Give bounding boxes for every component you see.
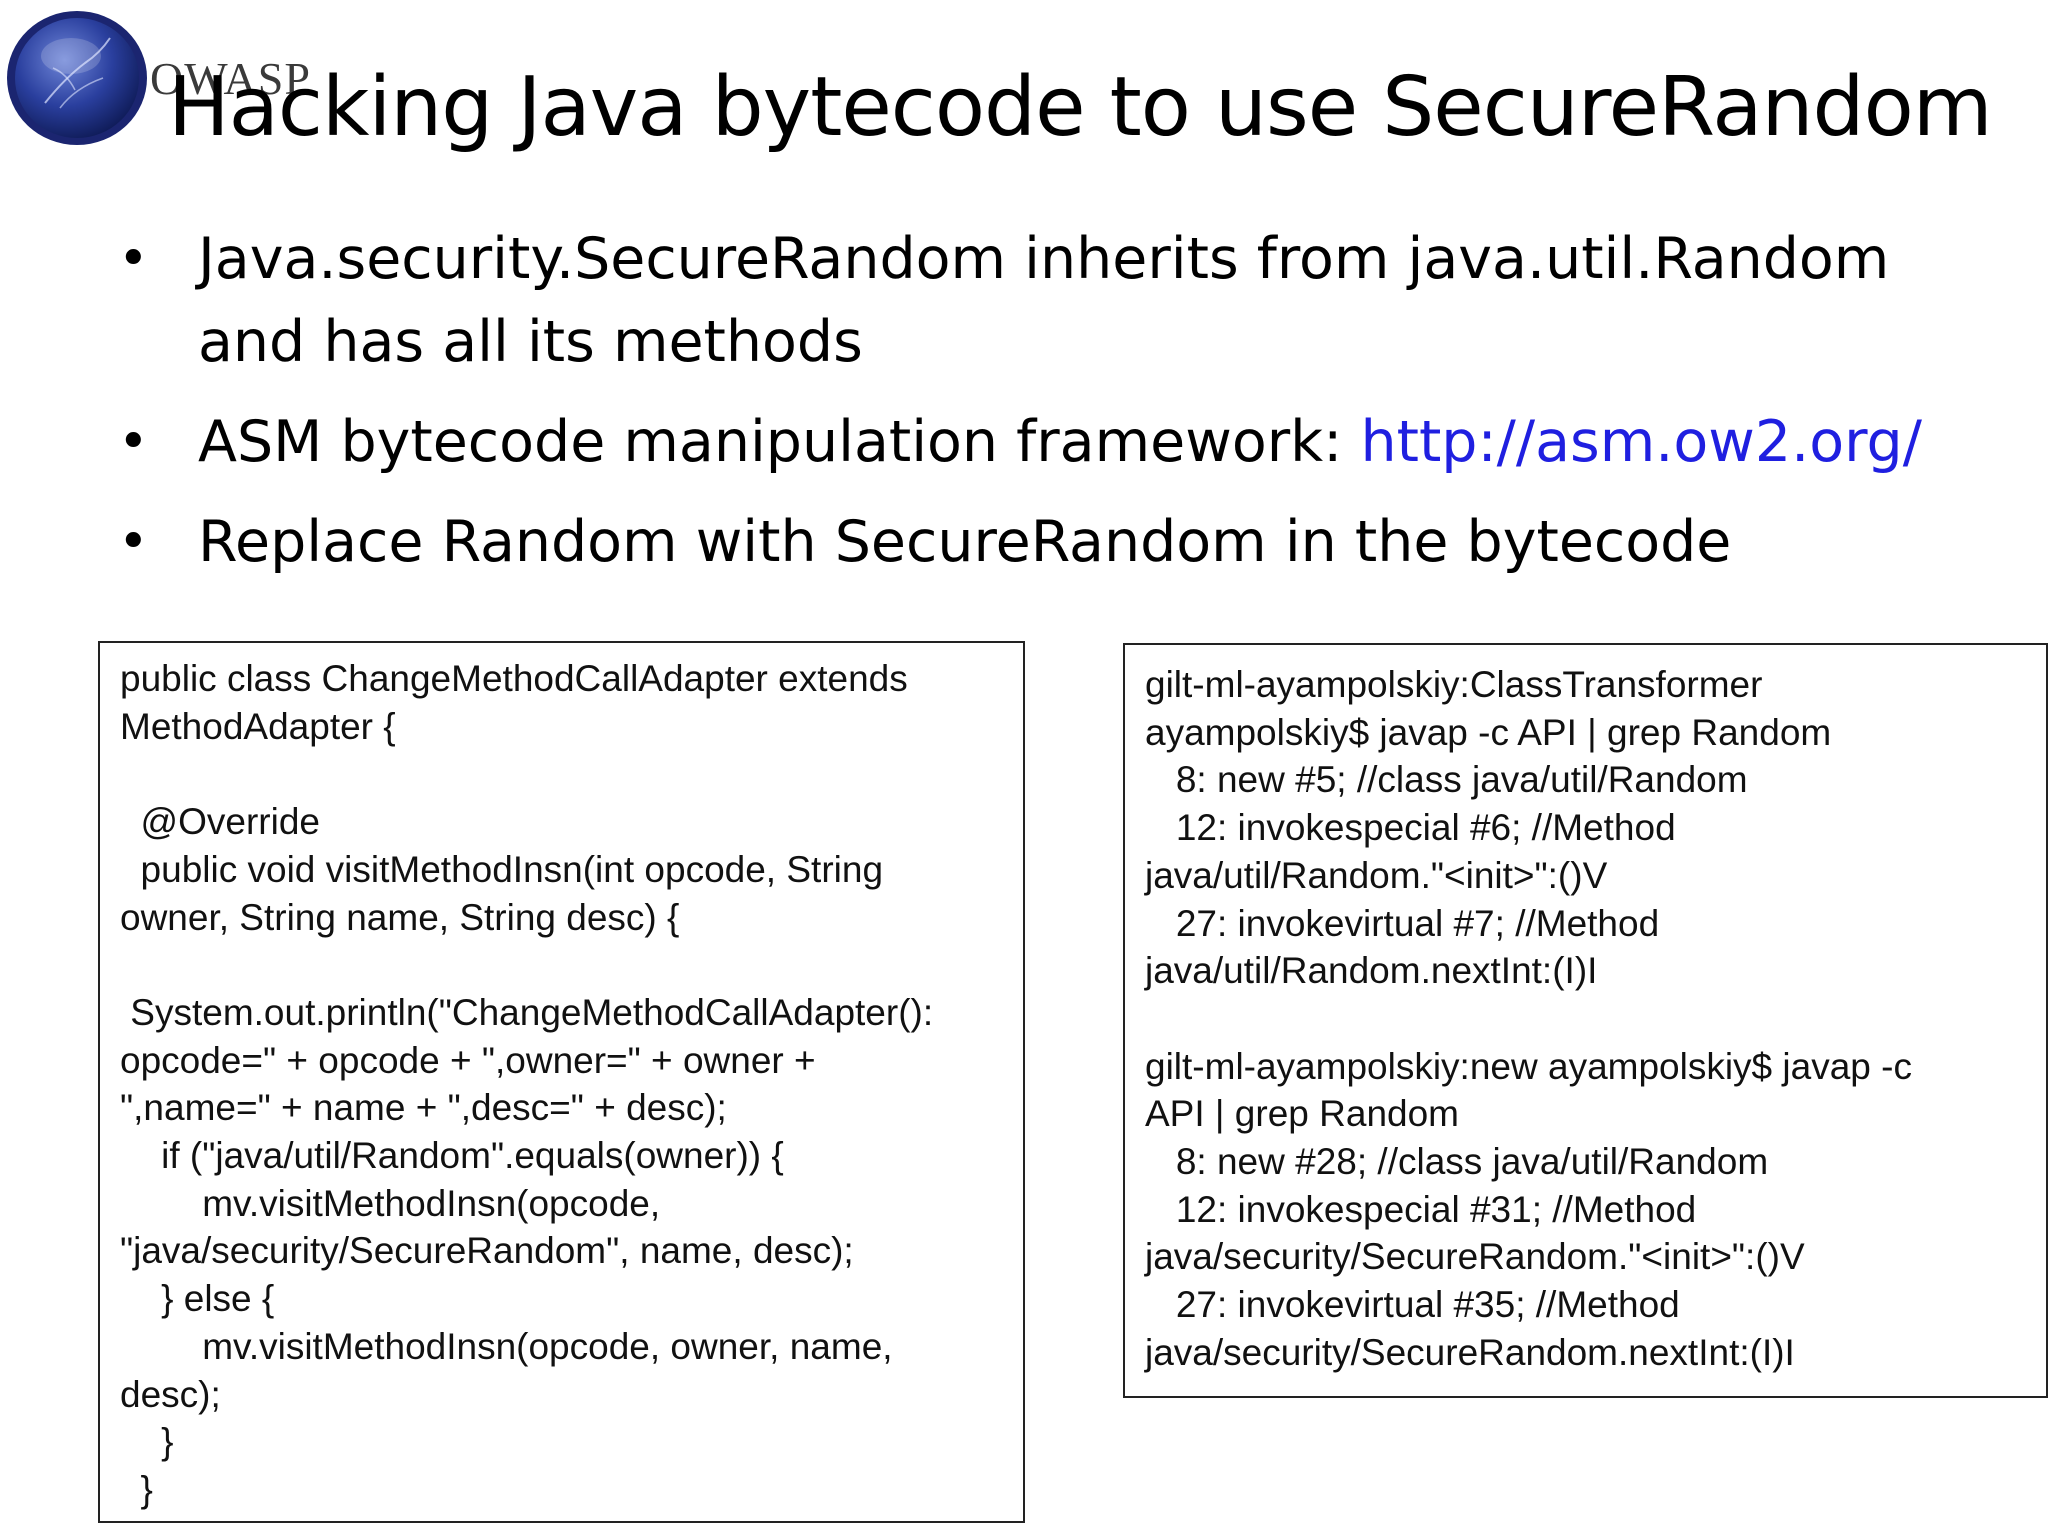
bullet-dot-icon: •	[118, 512, 149, 572]
bullet-item: • Replace Random with SecureRandom in th…	[118, 501, 1998, 584]
bullet-dot-icon: •	[118, 412, 149, 472]
asm-link[interactable]: http://asm.ow2.org/	[1360, 409, 1922, 475]
bullet-text: Replace Random with SecureRandom in the …	[198, 509, 1732, 575]
logo-text: OWASP	[150, 53, 311, 104]
owasp-wasp-logo-icon	[7, 11, 147, 145]
javap-output-box: gilt-ml-ayampolskiy:ClassTransformer aya…	[1123, 643, 2048, 1398]
bullet-item: • Java.security.SecureRandom inherits fr…	[118, 218, 1998, 384]
bullet-item: • ASM bytecode manipulation framework: h…	[118, 401, 1998, 484]
bullet-text: ASM bytecode manipulation framework:	[198, 409, 1361, 475]
bullet-text: Java.security.SecureRandom inherits from…	[198, 226, 1890, 375]
owasp-logo	[5, 8, 150, 148]
bullet-list: • Java.security.SecureRandom inherits fr…	[118, 218, 1998, 601]
slide-title: Hacking Java bytecode to use SecureRando…	[168, 60, 1993, 155]
java-code-box: public class ChangeMethodCallAdapter ext…	[98, 641, 1025, 1523]
bullet-dot-icon: •	[118, 229, 149, 289]
